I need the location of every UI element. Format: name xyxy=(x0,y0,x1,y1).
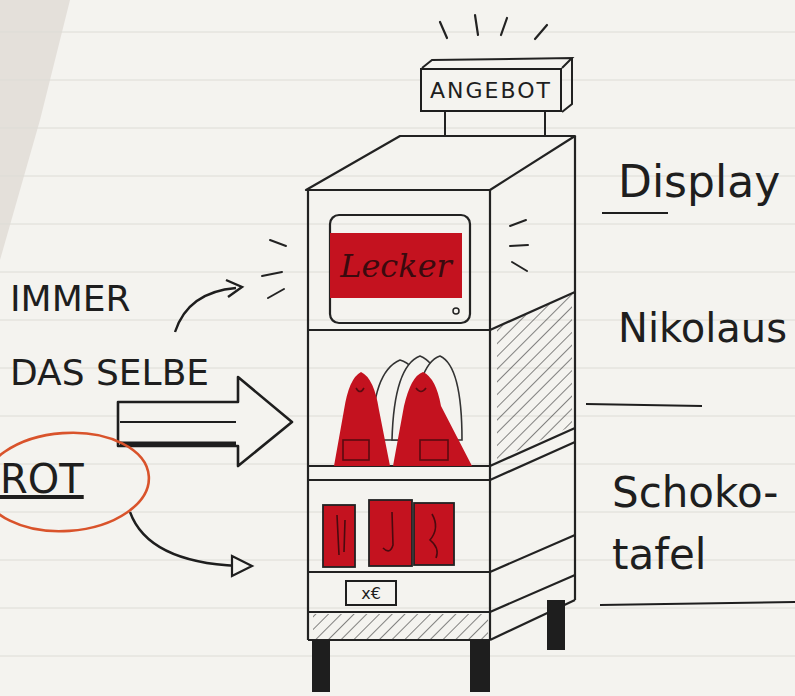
screen-button xyxy=(453,308,459,314)
glow-stroke xyxy=(510,245,528,246)
curved-arrow xyxy=(130,512,238,566)
sign-post xyxy=(444,112,446,135)
label-underlines xyxy=(586,213,795,605)
arrow-head xyxy=(232,556,252,576)
arrow-head xyxy=(226,280,242,297)
cabinet-edge xyxy=(308,639,490,641)
block-arrow-line xyxy=(120,421,236,423)
glow-stroke xyxy=(262,272,282,276)
side-hatching xyxy=(497,294,572,460)
ruled-line xyxy=(0,656,795,657)
ruled-line xyxy=(0,224,795,225)
chocolate-bar xyxy=(323,505,355,567)
ruled-line xyxy=(0,80,795,81)
underline xyxy=(600,602,795,605)
glow-stroke xyxy=(512,262,527,271)
figure-face xyxy=(356,388,426,392)
part-label: Display xyxy=(618,152,795,212)
curved-arrow xyxy=(175,288,236,332)
offer-sign: ANGEBOT xyxy=(420,68,562,112)
sparkle-stroke xyxy=(440,22,447,38)
paper-corner xyxy=(0,0,70,260)
ruled-line xyxy=(0,128,795,129)
bar-scribble xyxy=(430,514,437,558)
display-cabinet xyxy=(306,136,575,640)
underline xyxy=(602,212,668,214)
legs xyxy=(312,600,565,692)
nikolaus-figures xyxy=(334,372,472,466)
underline xyxy=(586,404,702,406)
node-text: Lecker xyxy=(340,247,452,285)
glow-stroke xyxy=(268,289,284,298)
bar-scribble xyxy=(383,512,393,551)
nikolaus-figure xyxy=(334,372,390,466)
handwritten-note: IMMER DAS SELBE xyxy=(10,262,213,410)
figure-details xyxy=(343,388,448,460)
ruled-line xyxy=(0,608,795,609)
chocolate-bars xyxy=(323,500,454,567)
nikolaus-figure xyxy=(393,372,472,466)
figure-tag xyxy=(420,440,448,460)
cabinet-edge xyxy=(574,136,576,600)
bar-scribbles xyxy=(337,512,437,558)
sign-post xyxy=(544,112,546,135)
plinth-hatching xyxy=(313,614,488,639)
node-text: ROT xyxy=(0,456,152,502)
leg xyxy=(547,600,565,650)
chocolate-bar xyxy=(414,503,454,565)
node-text: x€ xyxy=(361,584,381,603)
shelf-line xyxy=(308,575,575,612)
figure-tag xyxy=(343,440,369,460)
part-label: Schoko- tafel xyxy=(612,462,793,586)
leg xyxy=(470,640,490,692)
screen-frame xyxy=(330,215,470,323)
cabinet-top xyxy=(306,136,575,190)
leg xyxy=(312,640,330,692)
sparkle-stroke xyxy=(535,25,547,39)
circled-note: ROT xyxy=(0,430,152,534)
sparkle-stroke xyxy=(475,15,478,35)
chocolate-bar xyxy=(369,500,412,566)
ruled-line xyxy=(0,32,795,33)
sparkle-stroke xyxy=(501,18,507,35)
sparkle-strokes xyxy=(440,15,547,39)
price-tag: x€ xyxy=(345,580,397,606)
screen-glow xyxy=(262,220,528,298)
ellipse-outline xyxy=(0,430,152,534)
part-label: Nikolaus xyxy=(618,300,795,356)
screen-message: Lecker xyxy=(330,233,462,298)
block-arrow-shadow xyxy=(120,442,236,447)
node-text: ANGEBOT xyxy=(430,78,552,103)
bar-scribble xyxy=(337,515,345,555)
glow-stroke xyxy=(510,220,526,226)
glow-stroke xyxy=(270,240,286,246)
